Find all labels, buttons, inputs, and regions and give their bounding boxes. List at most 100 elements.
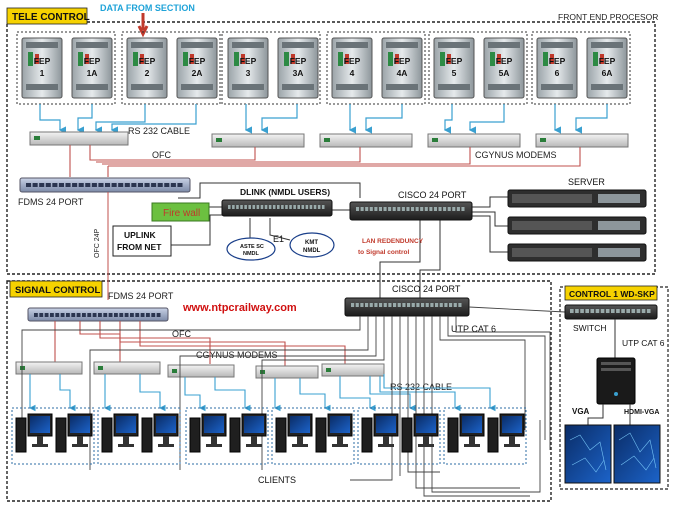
cisco-switch-top bbox=[349, 201, 473, 221]
fep-rack-number: 2A bbox=[192, 68, 203, 78]
dlink-label: DLINK (NMDL USERS) bbox=[240, 187, 330, 197]
e1-label: E1 bbox=[273, 234, 284, 244]
cisco-switch-bottom bbox=[344, 297, 470, 317]
lan-redundancy-label-2: to Signal control bbox=[358, 249, 409, 256]
data-from-section-label: DATA FROM SECTION bbox=[100, 3, 195, 13]
fep-rack-label: FEP bbox=[599, 56, 616, 66]
uplink-label-1: UPLINK bbox=[124, 230, 157, 240]
fep-rack-label: FEP bbox=[446, 56, 463, 66]
client-workstation bbox=[101, 413, 139, 453]
signal-control-label: SIGNAL CONTROL bbox=[15, 285, 101, 296]
client-workstation bbox=[487, 413, 525, 453]
fep-rack-7: FEP 4 bbox=[331, 37, 373, 99]
client-group-1 bbox=[11, 407, 95, 465]
client-group-4 bbox=[271, 407, 355, 465]
fep-rack-number: 3A bbox=[293, 68, 304, 78]
fep-rack-12: FEP 6A bbox=[586, 37, 628, 99]
fep-rack-number: 1A bbox=[87, 68, 98, 78]
modem-bottom-5 bbox=[321, 363, 385, 377]
tele-control-label-bg bbox=[6, 7, 88, 25]
fep-rack-label: FEP bbox=[34, 56, 51, 66]
ofc-top-label: OFC bbox=[152, 150, 171, 160]
fep-group-5 bbox=[428, 31, 528, 105]
server-2 bbox=[507, 216, 647, 235]
client-group-2 bbox=[97, 407, 181, 465]
fep-rack-9: FEP 5 bbox=[433, 37, 475, 99]
fdms-bottom-label: FDMS 24 PORT bbox=[108, 291, 174, 301]
fep-rack-label: FEP bbox=[189, 56, 206, 66]
client-workstation bbox=[141, 413, 179, 453]
fep-rack-4: FEP 2A bbox=[176, 37, 218, 99]
firewall-box bbox=[151, 202, 210, 222]
client-group-6 bbox=[443, 407, 527, 465]
kmt-label-1: KMT bbox=[305, 240, 318, 246]
client-workstation bbox=[55, 413, 93, 453]
dlink-switch bbox=[221, 199, 333, 217]
fep-rack-2: FEP 1A bbox=[71, 37, 113, 99]
fep-group-6 bbox=[531, 31, 631, 105]
switch-label: SWITCH bbox=[573, 323, 607, 333]
fep-rack-label: FEP bbox=[84, 56, 101, 66]
modem-top-2 bbox=[211, 133, 305, 148]
client-workstation bbox=[447, 413, 485, 453]
aste-node bbox=[226, 237, 276, 261]
fep-rack-number: 2 bbox=[145, 68, 150, 78]
cisco-bottom-label: CISCO 24 PORT bbox=[392, 284, 461, 294]
kmt-label-2: NMDL bbox=[303, 248, 321, 254]
aste-label-1: ASTE SC bbox=[240, 244, 264, 250]
modem-bottom-4 bbox=[255, 365, 319, 379]
cable-utp-bottom bbox=[21, 306, 566, 497]
ofc-vertical-label: OFC 24P bbox=[94, 228, 101, 258]
fep-rack-label: FEP bbox=[139, 56, 156, 66]
fep-rack-number: 5 bbox=[452, 68, 457, 78]
website-label: www.ntpcrailway.com bbox=[182, 302, 297, 314]
cable-ofc-bottom bbox=[54, 321, 346, 366]
modem-top-5 bbox=[535, 133, 629, 148]
kmt-node bbox=[289, 232, 335, 258]
aste-label-2: NMDL bbox=[243, 251, 260, 257]
fep-rack-label: FEP bbox=[394, 56, 411, 66]
rs232-bottom-label: RS 232 CABLE bbox=[390, 382, 452, 392]
modem-bottom-1 bbox=[15, 361, 83, 375]
fep-group-3 bbox=[221, 31, 321, 105]
client-group-5 bbox=[357, 407, 441, 465]
fep-rack-number: 3 bbox=[246, 68, 251, 78]
hdmi-vga-label: HDMI-VGA bbox=[624, 409, 659, 416]
rs232-top-label: RS 232 CABLE bbox=[128, 126, 190, 136]
fep-rack-label: FEP bbox=[549, 56, 566, 66]
fep-rack-1: FEP 1 bbox=[21, 37, 63, 99]
tele-control-label: TELE CONTROL bbox=[12, 12, 90, 23]
firewall-label: Fire wall bbox=[163, 208, 200, 219]
client-workstation bbox=[275, 413, 313, 453]
uplink-label-2: FROM NET bbox=[117, 242, 162, 252]
modem-top-1 bbox=[29, 131, 129, 146]
server-1 bbox=[507, 189, 647, 208]
fep-rack-11: FEP 6 bbox=[536, 37, 578, 99]
fep-rack-8: FEP 4A bbox=[381, 37, 423, 99]
signal-control-label-bg bbox=[9, 280, 103, 298]
fep-rack-number: 4 bbox=[350, 68, 355, 78]
control-switch bbox=[564, 304, 658, 320]
cable-vga bbox=[587, 404, 604, 428]
clients-label: CLIENTS bbox=[258, 475, 296, 485]
cable-rs232-bottom bbox=[28, 374, 496, 412]
fep-rack-number: 6A bbox=[602, 68, 613, 78]
fep-group-1 bbox=[16, 31, 116, 105]
uplink-box bbox=[112, 225, 172, 257]
server-3 bbox=[507, 243, 647, 262]
fep-rack-label: FEP bbox=[344, 56, 361, 66]
ofc-bottom-label: OFC bbox=[172, 329, 191, 339]
fdms-top-label: FDMS 24 PORT bbox=[18, 197, 84, 207]
fep-rack-number: 1 bbox=[40, 68, 45, 78]
data-arrow bbox=[137, 13, 149, 38]
fep-rack-number: 6 bbox=[555, 68, 560, 78]
cgynus-bottom-label: CGYNUS MODEMS bbox=[196, 350, 278, 360]
front-end-label: FRONT END PROCESOR bbox=[558, 12, 658, 22]
cable-network-top bbox=[169, 182, 508, 300]
fep-rack-number: 4A bbox=[397, 68, 408, 78]
client-workstation bbox=[361, 413, 399, 453]
fep-rack-3: FEP 2 bbox=[126, 37, 168, 99]
